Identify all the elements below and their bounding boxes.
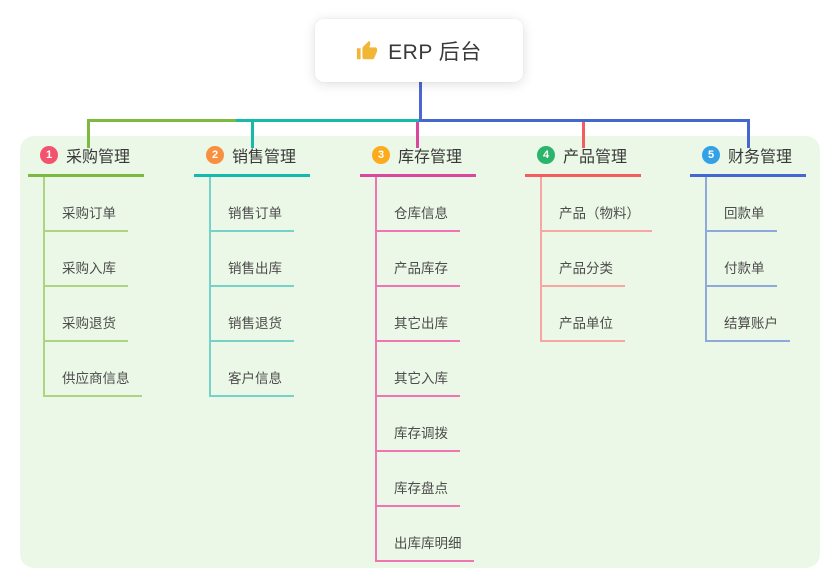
child-node[interactable]: 客户信息 xyxy=(211,342,294,397)
child-node[interactable]: 回款单 xyxy=(707,177,777,232)
branch-1: 1 采购管理采购订单采购入库采购退货供应商信息 xyxy=(28,142,145,397)
branch-children: 采购订单采购入库采购退货供应商信息 xyxy=(43,177,142,397)
branch-header-5[interactable]: 5 财务管理 xyxy=(690,142,807,177)
branch-3: 3 库存管理仓库信息产品库存其它出库其它入库库存调拨库存盘点出库库明细 xyxy=(360,142,477,562)
branch-2: 2 销售管理销售订单销售出库销售退货客户信息 xyxy=(194,142,311,397)
child-node[interactable]: 其它入库 xyxy=(377,342,460,397)
child-node[interactable]: 采购入库 xyxy=(45,232,128,287)
branch-number-badge: 2 xyxy=(206,146,224,164)
child-node[interactable]: 供应商信息 xyxy=(45,342,142,397)
thumbs-up-icon xyxy=(356,40,378,62)
child-node[interactable]: 产品（物料） xyxy=(542,177,652,232)
branch-4: 4 产品管理产品（物料）产品分类产品单位 xyxy=(525,142,652,342)
branch-number-badge: 5 xyxy=(702,146,720,164)
branch-header-1[interactable]: 1 采购管理 xyxy=(28,142,145,177)
branch-label: 销售管理 xyxy=(232,149,297,166)
branch-children: 回款单付款单结算账户 xyxy=(705,177,790,342)
branch-number-badge: 3 xyxy=(372,146,390,164)
connector-trunk-segment-1 xyxy=(87,119,236,122)
root-node[interactable]: ERP 后台 xyxy=(315,19,523,82)
child-node[interactable]: 产品单位 xyxy=(542,287,625,342)
branch-label: 财务管理 xyxy=(728,149,793,166)
branch-5: 5 财务管理回款单付款单结算账户 xyxy=(690,142,807,342)
root-title: ERP 后台 xyxy=(388,40,482,64)
branch-number-badge: 1 xyxy=(40,146,58,164)
child-node[interactable]: 付款单 xyxy=(707,232,777,287)
branch-header-2[interactable]: 2 销售管理 xyxy=(194,142,311,177)
branch-header-4[interactable]: 4 产品管理 xyxy=(525,142,642,177)
branch-label: 采购管理 xyxy=(66,149,131,166)
child-node[interactable]: 出库库明细 xyxy=(377,507,474,562)
connector-trunk-segment-3 xyxy=(419,119,750,122)
branch-label: 产品管理 xyxy=(563,149,628,166)
branch-header-3[interactable]: 3 库存管理 xyxy=(360,142,477,177)
child-node[interactable]: 产品库存 xyxy=(377,232,460,287)
connector-trunk-segment-2 xyxy=(236,119,419,122)
branch-number-badge: 4 xyxy=(537,146,555,164)
child-node[interactable]: 采购退货 xyxy=(45,287,128,342)
child-node[interactable]: 产品分类 xyxy=(542,232,625,287)
child-node[interactable]: 销售退货 xyxy=(211,287,294,342)
branch-children: 销售订单销售出库销售退货客户信息 xyxy=(209,177,294,397)
child-node[interactable]: 销售订单 xyxy=(211,177,294,232)
child-node[interactable]: 采购订单 xyxy=(45,177,128,232)
branch-children: 产品（物料）产品分类产品单位 xyxy=(540,177,652,342)
child-node[interactable]: 库存调拨 xyxy=(377,397,460,452)
child-node[interactable]: 仓库信息 xyxy=(377,177,460,232)
branch-label: 库存管理 xyxy=(398,149,463,166)
child-node[interactable]: 库存盘点 xyxy=(377,452,460,507)
branch-children: 仓库信息产品库存其它出库其它入库库存调拨库存盘点出库库明细 xyxy=(375,177,474,562)
child-node[interactable]: 其它出库 xyxy=(377,287,460,342)
branches-panel: 1 采购管理采购订单采购入库采购退货供应商信息 2 销售管理销售订单销售出库销售退货客… xyxy=(20,136,820,568)
child-node[interactable]: 销售出库 xyxy=(211,232,294,287)
connector-root-stem xyxy=(419,82,422,122)
child-node[interactable]: 结算账户 xyxy=(707,287,790,342)
